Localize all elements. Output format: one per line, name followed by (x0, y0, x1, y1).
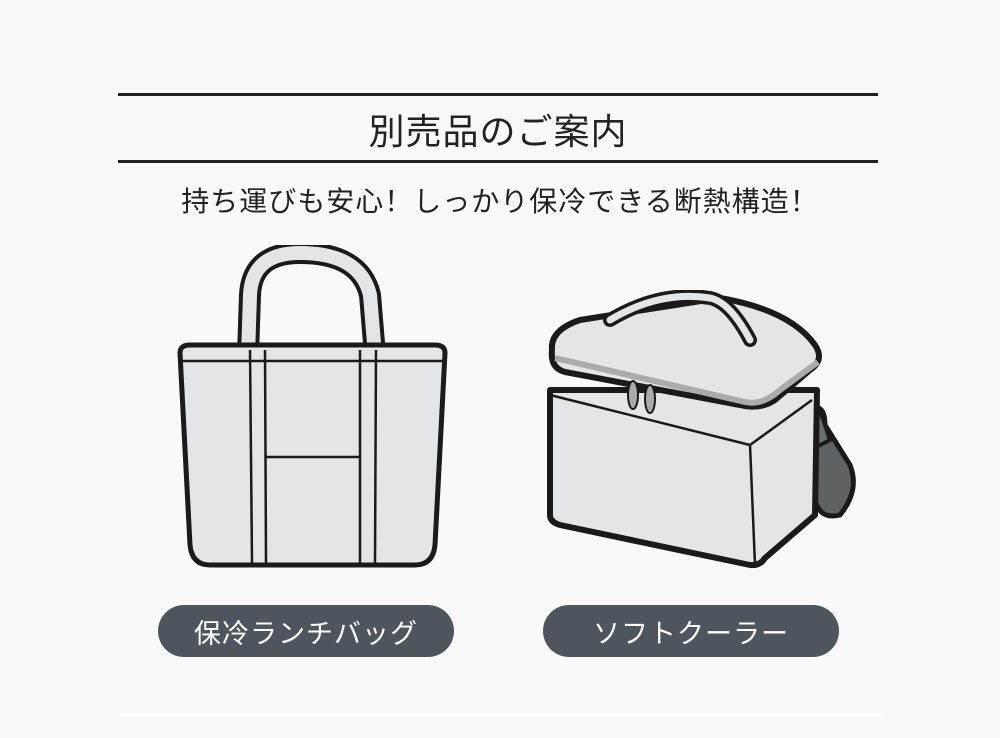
product-label-soft-cooler: ソフトクーラー (543, 605, 839, 657)
bottom-divider (120, 713, 882, 717)
page-subtitle: 持ち運びも安心！しっかり保冷できる断熱構造！ (181, 185, 819, 218)
product-label-lunch-bag: 保冷ランチバッグ (158, 605, 454, 657)
title-rule-bottom (118, 160, 878, 163)
cooler-bag-icon (547, 290, 856, 569)
page-title: 別売品のご案内 (368, 112, 628, 153)
title-rule-top (118, 93, 878, 96)
tote-bag-icon (177, 245, 448, 568)
